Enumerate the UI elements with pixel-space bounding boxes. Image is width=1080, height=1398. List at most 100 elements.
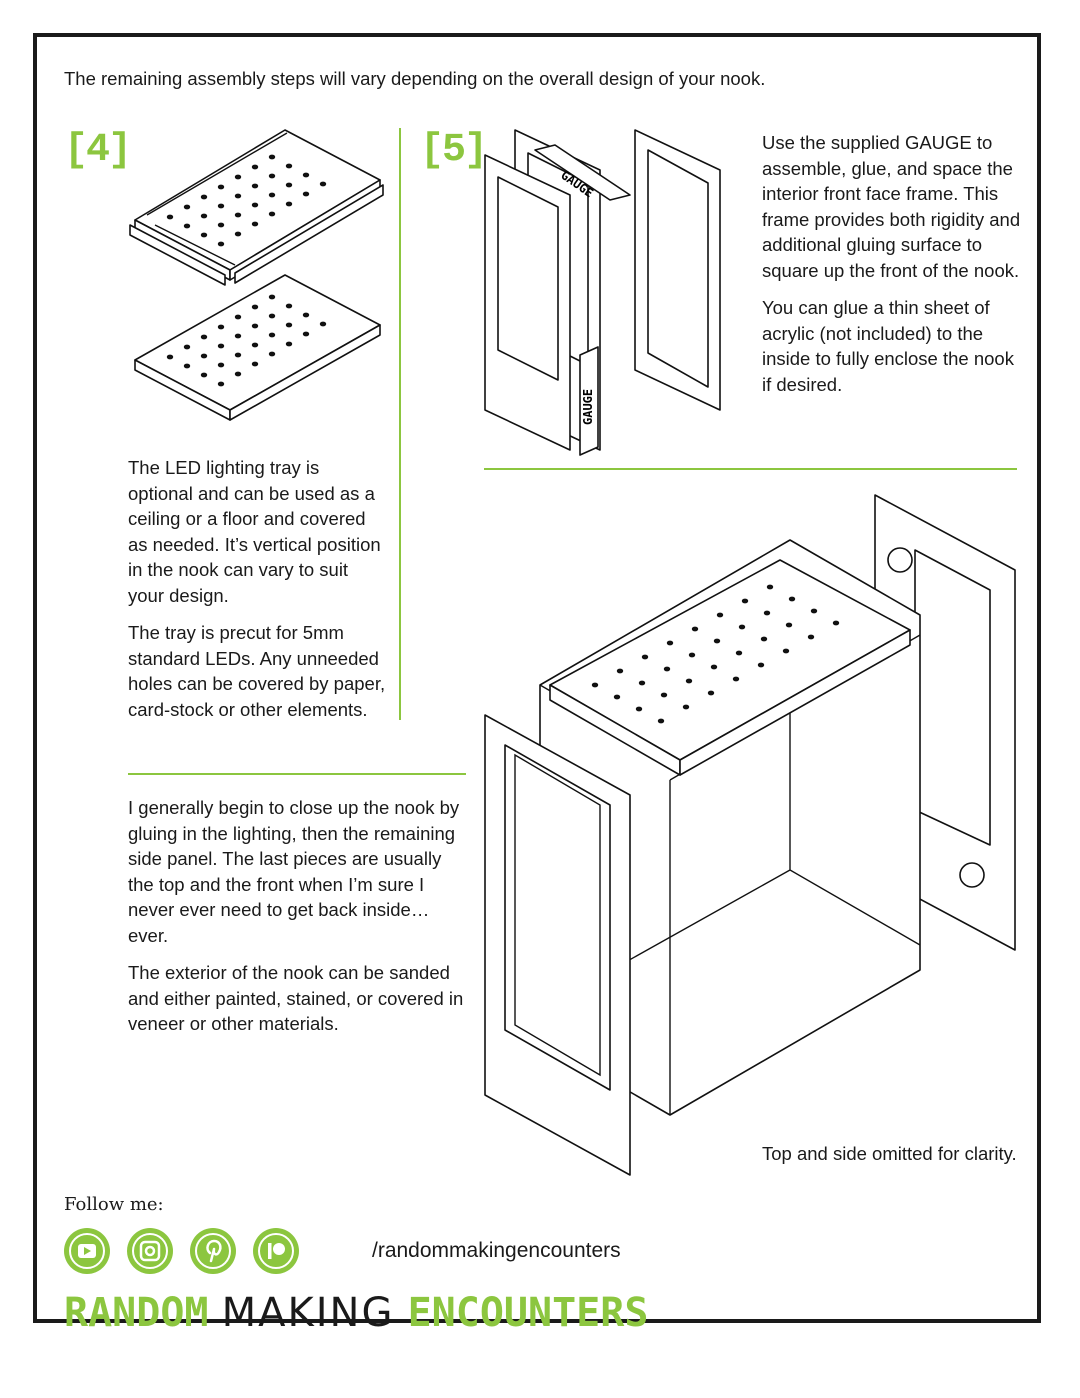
led-hole (234, 371, 242, 377)
led-hole (807, 634, 815, 640)
led-hole (735, 650, 743, 656)
closing-paragraph-1: I generally begin to close up the nook b… (128, 797, 460, 946)
led-hole (663, 666, 671, 672)
led-hole (234, 231, 242, 237)
instagram-icon[interactable] (127, 1228, 173, 1274)
led-hole (183, 363, 191, 369)
step-5-paragraph-1: Use the supplied GAUGE to assemble, glue… (762, 132, 1021, 281)
led-hole (217, 362, 225, 368)
pinterest-icon[interactable] (190, 1228, 236, 1274)
led-hole (613, 694, 621, 700)
brand-logo: RANDOM MAKING ENCOUNTERS (64, 1290, 648, 1336)
led-hole (766, 584, 774, 590)
led-hole (285, 341, 293, 347)
led-hole (638, 680, 646, 686)
led-hole (200, 334, 208, 340)
led-hole (234, 333, 242, 339)
led-hole (285, 163, 293, 169)
led-hole (763, 610, 771, 616)
front-frame-gauge-figure: GAUGE GAUGE (484, 129, 721, 456)
led-hole (268, 313, 276, 319)
led-hole (200, 194, 208, 200)
led-hole (234, 212, 242, 218)
led-hole (217, 222, 225, 228)
step-5-paragraph-2: You can glue a thin sheet of acrylic (no… (762, 297, 1014, 395)
led-hole (183, 223, 191, 229)
led-hole (251, 361, 259, 367)
led-hole (183, 204, 191, 210)
led-hole (268, 173, 276, 179)
led-hole (782, 648, 790, 654)
led-hole (217, 241, 225, 247)
follow-label: Follow me: (64, 1194, 164, 1215)
led-hole (688, 652, 696, 658)
gauge-label-side: GAUGE (581, 389, 595, 425)
led-hole (691, 626, 699, 632)
brand-word-2: MAKING (221, 1290, 395, 1336)
led-hole (810, 608, 818, 614)
led-hole (285, 322, 293, 328)
page-border (33, 33, 1041, 1323)
figure-caption: Top and side omitted for clarity. (762, 1143, 1017, 1164)
led-hole (251, 183, 259, 189)
step-5-number: [5] (420, 128, 488, 173)
led-hole (710, 664, 718, 670)
patreon-icon[interactable] (253, 1228, 299, 1274)
led-hole (234, 174, 242, 180)
led-hole (234, 352, 242, 358)
led-hole (251, 221, 259, 227)
led-hole (713, 638, 721, 644)
horizontal-divider-right (484, 468, 1017, 470)
closing-text: I generally begin to close up the nook b… (128, 795, 468, 1049)
led-hole (641, 654, 649, 660)
led-hole (234, 314, 242, 320)
led-hole (660, 692, 668, 698)
led-hole (166, 214, 174, 220)
brand-word-3: ENCOUNTERS (407, 1290, 649, 1336)
led-hole (666, 640, 674, 646)
brand-word-1: RANDOM (64, 1290, 209, 1336)
led-hole (757, 662, 765, 668)
led-hole (319, 321, 327, 327)
led-hole (251, 342, 259, 348)
step-5-text: Use the supplied GAUGE to assemble, glue… (762, 130, 1022, 409)
led-hole (217, 203, 225, 209)
led-hole (217, 343, 225, 349)
led-hole (217, 381, 225, 387)
led-hole (785, 622, 793, 628)
led-hole (285, 182, 293, 188)
led-hole (268, 154, 276, 160)
intro-text: The remaining assembly steps will vary d… (64, 68, 766, 89)
led-hole (741, 598, 749, 604)
led-hole (591, 682, 599, 688)
led-hole (234, 193, 242, 199)
led-hole (716, 612, 724, 618)
led-hole (832, 620, 840, 626)
led-hole (616, 668, 624, 674)
step-4-text: The LED lighting tray is optional and ca… (128, 455, 388, 734)
led-hole (217, 184, 225, 190)
social-handle: /randommakingencounters (372, 1239, 621, 1262)
led-hole (682, 704, 690, 710)
led-tray-exploded-figure (129, 129, 384, 421)
led-hole (251, 323, 259, 329)
led-hole (166, 354, 174, 360)
step-4-number: [4] (64, 128, 132, 173)
led-hole (285, 201, 293, 207)
nook-assembly-figure (484, 494, 1016, 1176)
led-hole (268, 351, 276, 357)
led-hole (707, 690, 715, 696)
led-hole (251, 304, 259, 310)
led-hole (217, 324, 225, 330)
led-hole (183, 344, 191, 350)
horizontal-divider-left (128, 773, 466, 775)
led-hole (268, 332, 276, 338)
closing-paragraph-2: The exterior of the nook can be sanded a… (128, 962, 464, 1034)
led-hole (285, 303, 293, 309)
step-4-paragraph-2: The tray is precut for 5mm standard LEDs… (128, 622, 386, 720)
led-hole (251, 202, 259, 208)
led-hole (200, 353, 208, 359)
youtube-icon[interactable] (64, 1228, 110, 1274)
led-hole (760, 636, 768, 642)
led-hole (268, 294, 276, 300)
